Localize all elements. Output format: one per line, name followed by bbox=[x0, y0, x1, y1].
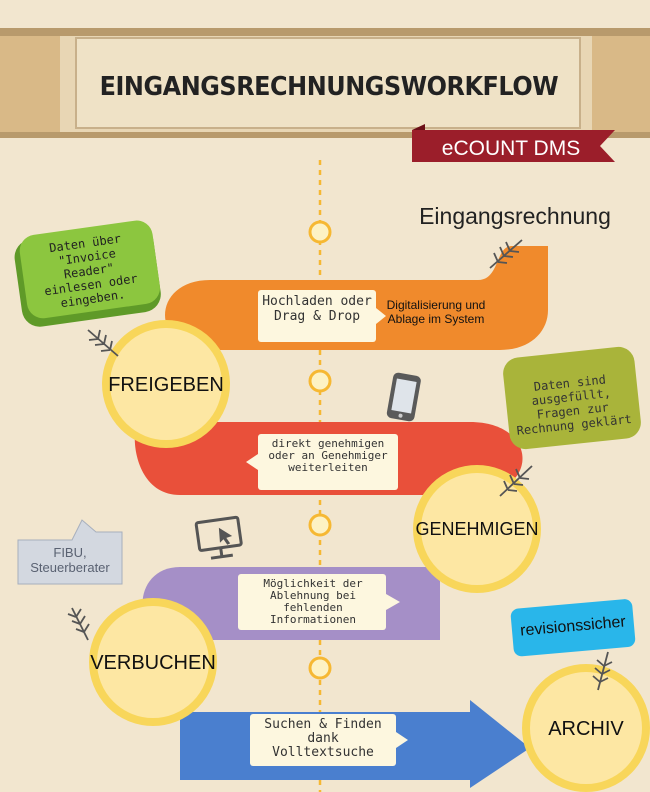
purple-callout-pointer bbox=[386, 594, 400, 610]
purple-callout-text: Möglichkeit der Ablehnung bei fehlenden … bbox=[263, 577, 363, 626]
stage-archiv: ARCHIV bbox=[548, 718, 624, 740]
header-bar-top-edge bbox=[0, 28, 650, 36]
orange-side-text: Digitalisierung und Ablage im System bbox=[386, 298, 486, 326]
stage-genehmigen: GENEHMIGEN bbox=[415, 519, 539, 539]
orange-callout-box bbox=[258, 290, 376, 342]
leaf-icon bbox=[87, 329, 119, 357]
phone-icon bbox=[386, 372, 421, 422]
page-title: EINGANGSRECHNUNGSWORKFLOW bbox=[99, 72, 559, 102]
blue-callout-box bbox=[250, 714, 396, 766]
fibu-text: FIBU, Steuerberater bbox=[30, 545, 110, 575]
purple-callout-box bbox=[238, 574, 386, 630]
header-right-block bbox=[592, 36, 650, 132]
brand-ribbon-fold bbox=[412, 124, 425, 130]
leaf-icon bbox=[499, 465, 533, 497]
fibu-tab bbox=[17, 519, 123, 585]
blue-callout-text: Suchen & Finden dank Volltextsuche bbox=[264, 717, 382, 760]
blue-callout-pointer bbox=[396, 732, 408, 748]
stage-freigeben: FREIGEBEN bbox=[108, 374, 224, 396]
red-callout-pointer bbox=[246, 454, 258, 470]
genehmigen-circle bbox=[413, 465, 541, 593]
green-note bbox=[14, 220, 161, 327]
timeline-dot bbox=[308, 220, 332, 244]
orange-callout-pointer bbox=[376, 308, 386, 324]
timeline-dot bbox=[308, 513, 332, 537]
red-callout-text: direkt genehmigen oder an Genehmiger wei… bbox=[268, 437, 388, 474]
header-left-block bbox=[0, 36, 60, 132]
red-callout-box bbox=[258, 434, 398, 490]
timeline-dot bbox=[308, 656, 332, 680]
leaf-icon bbox=[67, 607, 90, 641]
archiv-circle bbox=[522, 664, 650, 792]
header-bar-bottom-edge bbox=[0, 132, 650, 138]
timeline-dot bbox=[308, 369, 332, 393]
brand-ribbon bbox=[412, 130, 615, 162]
start-label: Eingangsrechnung bbox=[419, 203, 611, 229]
leaf-icon bbox=[592, 651, 613, 691]
verbuchen-circle bbox=[89, 598, 217, 726]
brand-label: eCOUNT DMS bbox=[441, 137, 581, 160]
monitor-icon bbox=[194, 515, 243, 560]
olive-note bbox=[503, 346, 641, 450]
cyan-note bbox=[510, 599, 636, 657]
leaf-icon bbox=[489, 239, 523, 269]
title-panel bbox=[75, 37, 581, 129]
orange-callout-text: Hochladen oder Drag & Drop bbox=[262, 294, 372, 324]
freigeben-circle bbox=[102, 320, 230, 448]
stage-verbuchen: VERBUCHEN bbox=[90, 652, 216, 674]
